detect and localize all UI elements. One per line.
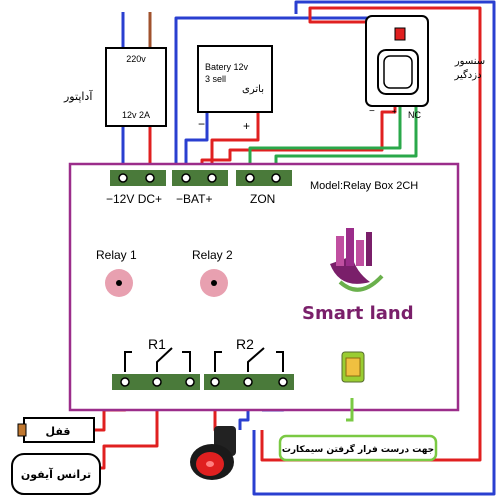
sensor-label-1: سنسور: [454, 56, 485, 67]
outer-red-wire: [260, 6, 482, 462]
battery-negative-wire: [184, 112, 209, 174]
battery-cells: 3 sell: [205, 74, 226, 84]
dc-terminal: [110, 170, 166, 186]
sensor-plus: +: [392, 107, 397, 116]
relay-board: Model:Relay Box 2CH −12V DC+ −BAT+ ZON R…: [68, 162, 460, 412]
battery-plus: +: [243, 119, 250, 133]
lock-device: قفل: [17, 417, 95, 443]
siren-icon: [190, 426, 236, 480]
logo-text: Smart land: [302, 303, 414, 324]
intercom-label: ترانس آیفون: [21, 467, 91, 481]
lock-label: قفل: [46, 425, 71, 438]
adapter-input-label: 220v: [126, 54, 146, 64]
zon-terminal: [236, 170, 292, 186]
dc-label: −12V DC+: [106, 192, 162, 206]
sensor-label-2: دزدگیر: [453, 69, 481, 81]
relay1-symbol: [124, 347, 191, 372]
relay1-terminal: [112, 374, 200, 390]
bat-label: −BAT+: [176, 192, 212, 206]
smart-land-logo: Smart land: [302, 228, 414, 324]
battery-voltage: Batery 12v: [205, 62, 249, 72]
battery-label: باتری: [242, 84, 264, 95]
zon-wire-1: [248, 104, 402, 174]
adapter: 220v 12v 2A آداپتور: [63, 47, 167, 127]
sensor-positive-wire: [200, 104, 397, 174]
relay2-label: Relay 2: [192, 248, 233, 262]
r2-label: R2: [236, 336, 254, 352]
relay2-terminal: [204, 374, 294, 390]
bat-terminal: [172, 170, 228, 186]
sim-note: جهت درست فرار گرفتن سیمکارت: [278, 398, 438, 462]
battery-positive-wire: [210, 112, 260, 174]
zon-label: ZON: [250, 192, 275, 206]
intercom-wire: [98, 388, 159, 470]
sim-card-icon: [341, 351, 365, 383]
sensor-minus: −: [369, 106, 375, 117]
adapter-title: آداپتور: [63, 89, 93, 103]
intercom-transformer: ترانس آیفون: [11, 453, 101, 495]
battery: Batery 12v 3 sell باتری − +: [197, 45, 273, 133]
sensor-nc: NC: [408, 110, 421, 120]
battery-minus: −: [198, 117, 205, 131]
outer-blue-wire: [252, 0, 496, 496]
adapter-output-label: 12v 2A: [122, 110, 150, 120]
relay2-symbol: [214, 347, 284, 372]
relay1-label: Relay 1: [96, 248, 137, 262]
motion-sensor: سنسور دزدگیر − + NC: [365, 15, 485, 120]
sim-note-text: جهت درست فرار گرفتن سیمکارت: [282, 443, 434, 455]
board-model: Model:Relay Box 2CH: [310, 180, 418, 192]
r1-label: R1: [148, 336, 166, 352]
